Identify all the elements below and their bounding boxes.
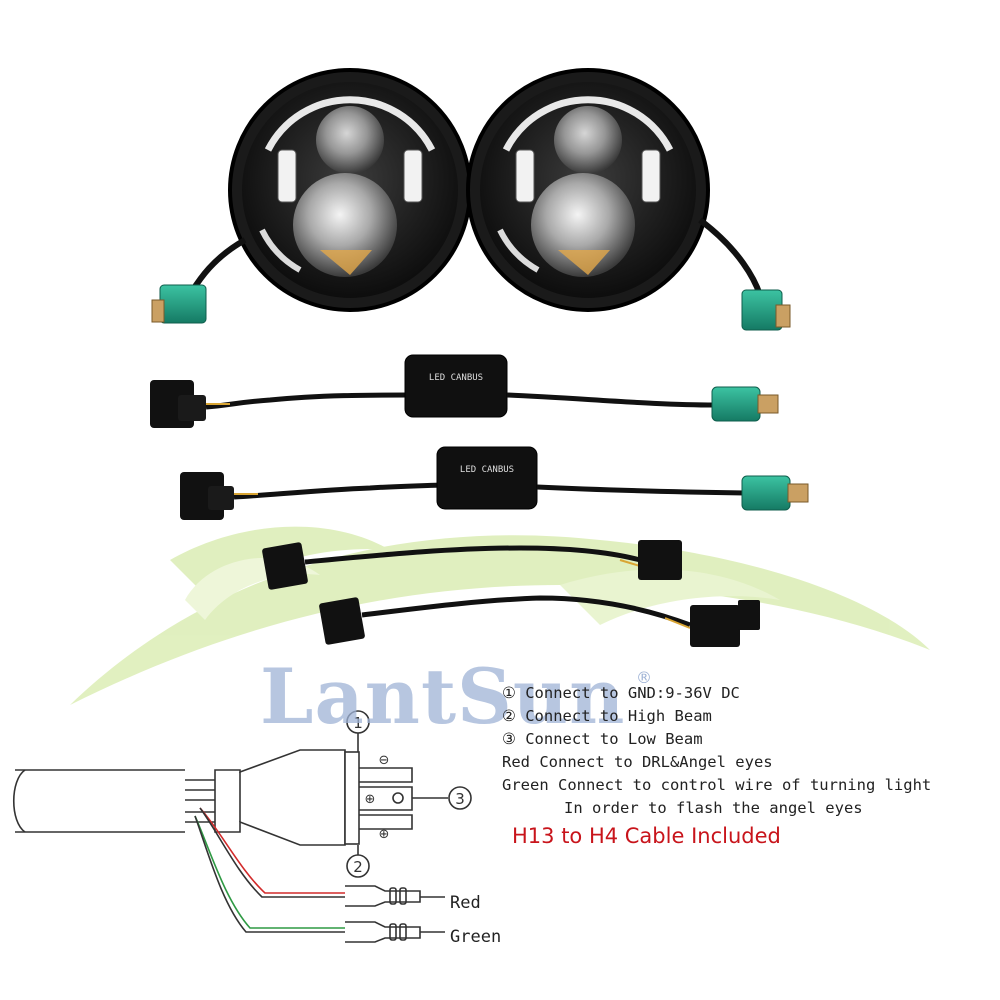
plus-symbol-mid: ⊕ bbox=[365, 792, 376, 807]
headlamp-right bbox=[466, 68, 791, 331]
watermark-registered-mark: ® bbox=[636, 668, 652, 687]
canbus-box-label-1: LED CANBUS bbox=[429, 373, 483, 383]
plus-symbol-low: ⊕ bbox=[379, 827, 390, 842]
wiring-diagram bbox=[13, 710, 472, 943]
callout-1: 1 bbox=[353, 714, 363, 732]
adapter-cable-2 bbox=[319, 595, 760, 647]
note-red-wire: Red Connect to DRL&Angel eyes bbox=[502, 753, 773, 771]
canbus-cable-1: LED CANBUS bbox=[150, 354, 779, 428]
note-high-beam: ② Connect to High Beam bbox=[502, 707, 712, 725]
wire-label-red: Red bbox=[450, 893, 481, 913]
note-low-beam: ③ Connect to Low Beam bbox=[502, 730, 703, 748]
minus-symbol: ⊖ bbox=[379, 753, 390, 768]
headlamp-left bbox=[151, 68, 472, 324]
connection-notes: ① Connect to GND:9-36V DC ② Connect to H… bbox=[502, 682, 992, 820]
canbus-cable-2: LED CANBUS bbox=[180, 446, 809, 520]
callout-2: 2 bbox=[353, 858, 363, 876]
canbus-box-label-2: LED CANBUS bbox=[460, 465, 514, 475]
callout-3: 3 bbox=[455, 790, 465, 808]
note-green-wire: Green Connect to control wire of turning… bbox=[502, 776, 932, 794]
note-gnd: ① Connect to GND:9-36V DC bbox=[502, 684, 740, 702]
adapter-cable-1 bbox=[262, 540, 682, 590]
note-flash: In order to flash the angel eyes bbox=[564, 799, 863, 817]
watermark-brand: LantSun bbox=[260, 652, 626, 741]
cable-included-note: H13 to H4 Cable Included bbox=[512, 824, 781, 848]
wire-label-green: Green bbox=[450, 927, 501, 947]
